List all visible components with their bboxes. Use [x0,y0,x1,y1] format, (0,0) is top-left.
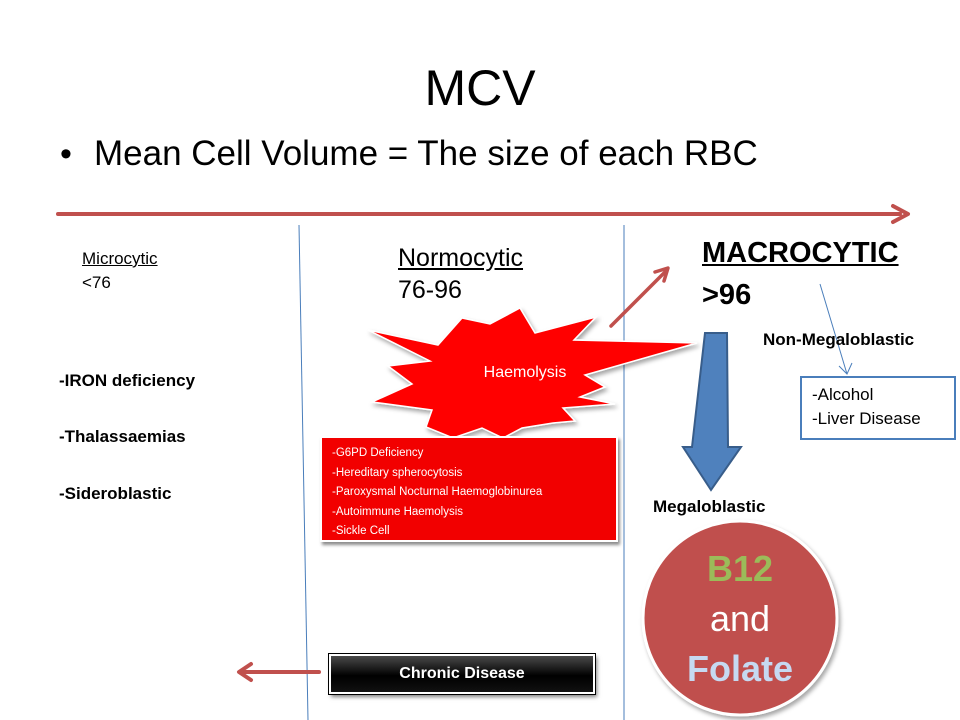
non-megaloblastic-label: Non-Megaloblastic [763,330,915,349]
red-arrow-to-macrocytic [609,266,670,328]
haemolysis-label: Haemolysis [483,364,567,381]
non-megaloblastic-cause-item: -Alcohol [812,385,874,404]
down-arrow-to-megaloblastic [681,332,743,492]
microcytic-cause-item: -Thalassaemias [59,427,186,446]
non-megaloblastic-causes-box: -Alcohol -Liver Disease [800,376,956,440]
megaloblastic-label: Megaloblastic [653,497,766,516]
macrocytic-label-group: MACROCYTIC >96 [702,232,899,316]
microcytic-causes: -IRON deficiency -Thalassaemias -Siderob… [59,369,195,506]
size-scale-arrow [56,204,910,224]
haemolysis-cause-item: -Sickle Cell [332,525,390,537]
haemolysis-cause-item: -Paroxysmal Nocturnal Haemoglobinurea [332,486,543,498]
bullet-marker: • [60,135,72,173]
haemolysis-cause-item: -Autoimmune Haemolysis [332,505,464,518]
divider-line-left [298,224,309,720]
chronic-disease-box: Chronic Disease [329,654,595,694]
normocytic-range: 76-96 [398,276,462,304]
b12-text: B12 [706,548,774,589]
haemolysis-cause-item: -G6PD Deficiency [332,447,424,459]
slide-title: MCV [424,60,536,116]
microcytic-label-group: Microcytic <76 [82,247,158,295]
non-megaloblastic-cause-item: -Liver Disease [812,409,921,428]
haemolysis-causes-box: -G6PD Deficiency -Hereditary spherocytos… [320,436,618,542]
macrocytic-range: >96 [702,279,752,311]
microcytic-label: Microcytic [82,249,158,268]
microcytic-range: <76 [82,273,111,292]
macrocytic-label: MACROCYTIC [702,237,899,269]
microcytic-cause-item: -IRON deficiency [59,371,196,390]
haemolysis-cause-item: -Hereditary spherocytosis [332,466,463,479]
microcytic-cause-item: -Sideroblastic [59,484,172,503]
left-arrow-chronic [237,662,321,682]
folate-text: Folate [686,648,793,689]
normocytic-label-group: Normocytic 76-96 [398,242,523,306]
and-text: and [709,598,771,639]
b12-folate-text: B12 and Folate [640,544,840,694]
bullet-text: Mean Cell Volume = The size of each RBC [94,134,758,173]
normocytic-label: Normocytic [398,244,524,272]
